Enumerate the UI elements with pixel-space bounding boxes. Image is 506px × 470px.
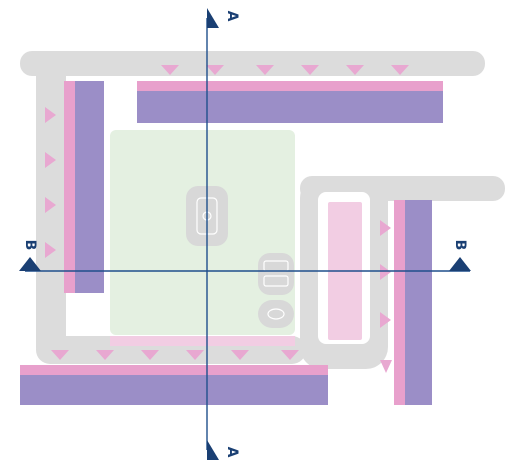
left-band-pink <box>64 81 75 293</box>
top-flow-arrow-5 <box>346 65 364 75</box>
section-markers: A A B B <box>19 8 471 460</box>
bottom-flow-arrow-2 <box>96 350 114 360</box>
bench-icon <box>258 253 294 295</box>
section-a-top-label: A <box>224 11 240 22</box>
pill-body <box>258 300 294 328</box>
section-b-right-label: B <box>452 240 468 251</box>
top-flow-arrow-6 <box>391 65 409 75</box>
top-flow-arrow-3 <box>256 65 274 75</box>
bench-seat-lower <box>263 275 289 287</box>
pill-icon <box>258 300 294 328</box>
top-flow-arrow-1 <box>161 65 179 75</box>
bottom-flow-arrow-4 <box>186 350 204 360</box>
left-flow-arrow-2 <box>45 152 56 168</box>
bottom-flow-arrow-6 <box>281 350 299 360</box>
section-a-top-marker <box>207 8 219 28</box>
bottom-band-pink <box>20 365 328 375</box>
section-a-bottom-marker <box>207 440 219 460</box>
flow-arrows <box>45 65 409 373</box>
right-flow-arrow-1 <box>380 220 391 236</box>
section-lines <box>25 18 470 450</box>
section-b-left-label: B <box>22 240 38 251</box>
pill-inner <box>267 308 285 320</box>
top-flow-arrow-2 <box>206 65 224 75</box>
bottom-light-pink-strip <box>110 336 295 346</box>
top-band-pink <box>137 81 443 91</box>
section-a-bottom-label: A <box>224 447 240 458</box>
bottom-flow-arrow-3 <box>141 350 159 360</box>
color-bands <box>20 81 443 405</box>
top-flow-arrow-4 <box>301 65 319 75</box>
top-path <box>20 51 485 76</box>
top-band-purple <box>137 91 443 123</box>
bottom-band-purple <box>20 375 328 405</box>
right-flow-arrow-2 <box>380 264 391 280</box>
left-band-purple <box>75 81 104 293</box>
right-band-purple <box>405 200 432 405</box>
right-band-pink <box>394 200 405 405</box>
bottom-flow-arrow-1 <box>51 350 69 360</box>
section-b-left-marker <box>19 257 41 271</box>
right-flow-arrow-3 <box>380 312 391 328</box>
left-flow-arrow-3 <box>45 197 56 213</box>
left-flow-arrow-1 <box>45 107 56 123</box>
planting-zones <box>110 130 370 346</box>
right-bottom-flow-arrow <box>380 360 392 373</box>
left-flow-arrow-4 <box>45 242 56 258</box>
bench-body <box>258 253 294 295</box>
bottom-flow-arrow-5 <box>231 350 249 360</box>
section-b-right-marker <box>449 257 471 271</box>
